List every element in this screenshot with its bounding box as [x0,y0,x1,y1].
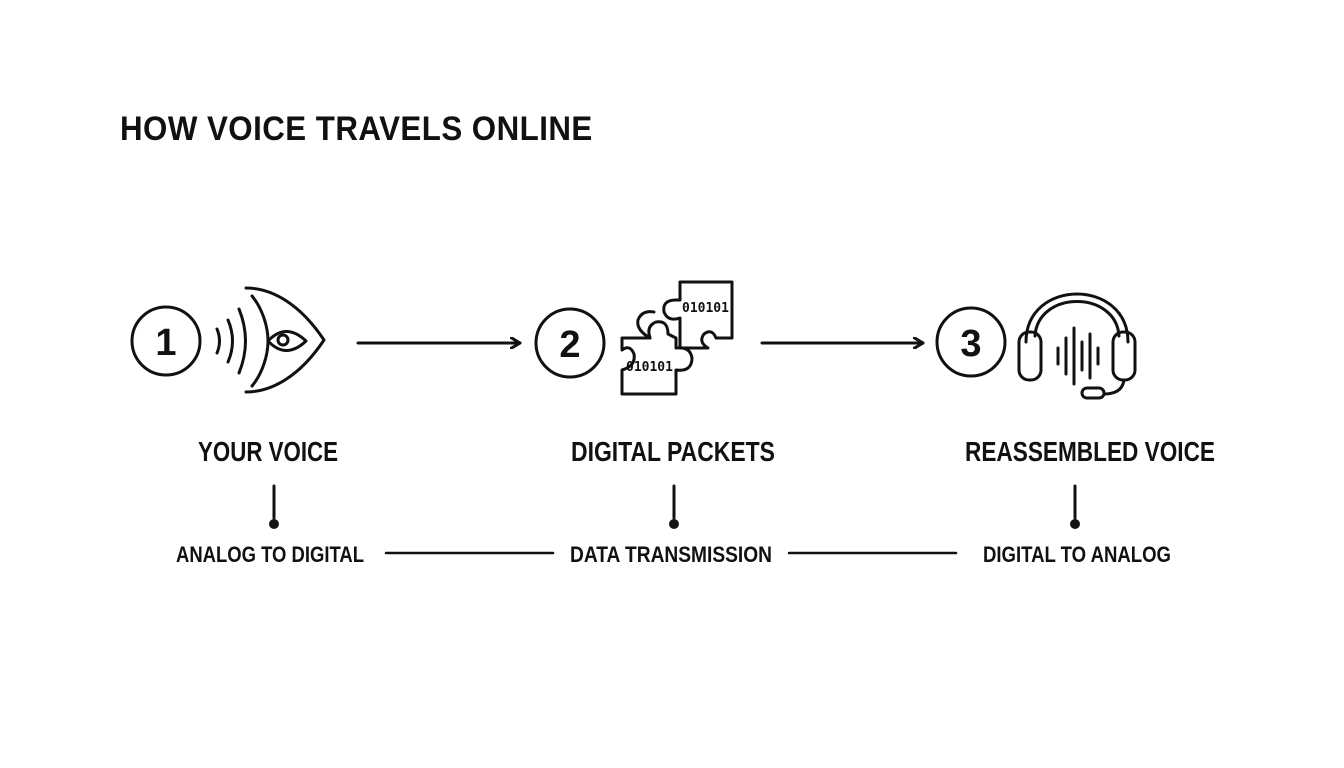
step-3-connector-dot [1070,519,1080,529]
step-1-stage-label: ANALOG TO DIGITAL [176,542,364,567]
step-2-title: DIGITAL PACKETS [571,436,775,467]
step-2: 2 010101 010101 DIGITAL PACKETS DATA TRA… [534,280,775,567]
step-2-number: 2 [559,324,580,366]
step-2-number-circle [534,307,606,379]
step-3-number: 3 [960,323,981,365]
step-1: 1 YOUR VOICE ANALOG TO DIGITAL [130,286,364,567]
step-3-title: REASSEMBLED VOICE [965,436,1215,467]
puzzle-packets-icon: 010101 010101 [620,280,734,396]
step-1-number: 1 [155,322,176,364]
packet-bits-top: 010101 [682,301,729,316]
step-1-number-circle [130,305,202,377]
step-3-number-circle [935,306,1007,378]
packet-bits-bottom: 010101 [626,360,673,375]
step-2-stage-label: DATA TRANSMISSION [570,542,772,567]
diagram-title: HOW VOICE TRAVELS ONLINE [120,110,593,148]
speaking-head-icon [215,286,326,394]
step-2-connector-dot [669,519,679,529]
step-1-title: YOUR VOICE [198,436,338,467]
headset-icon [1017,292,1137,400]
step-3: 3 REASSEMBLED VOICE DIGITAL TO ANALOG [935,292,1215,567]
step-3-stage-label: DIGITAL TO ANALOG [983,542,1171,567]
step-1-connector-dot [269,519,279,529]
